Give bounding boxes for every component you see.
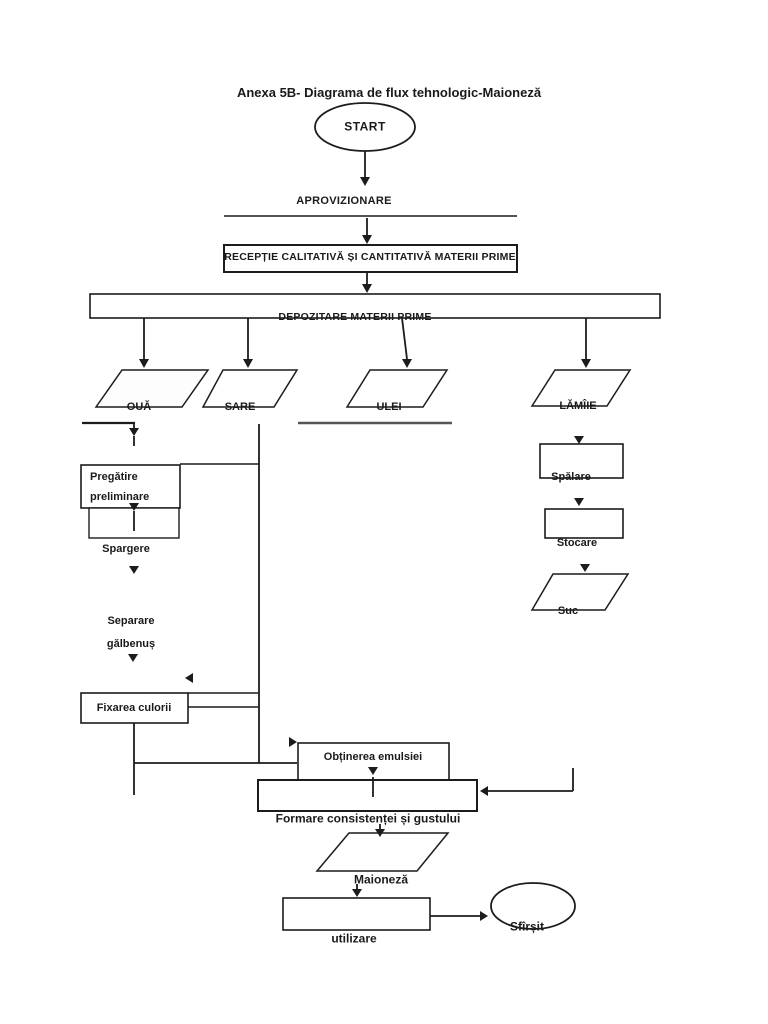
utilizare-label: utilizare [331,931,377,946]
ulei-label: ULEI [376,400,402,413]
separare-label-line1: Separare [107,614,155,627]
sfarsit-label: Sfîrșit [509,919,545,934]
oua-label: OUĂ [126,400,152,413]
spargere-label: Spargere [102,542,150,555]
separare-label-line2: gălbenuș [106,637,156,650]
stocare-box [544,508,624,539]
maioneza-parallelogram [315,832,450,872]
pregatire-label-line1: Pregătire [90,471,138,483]
receptie-label: RECEPȚIE CALITATIVĂ ȘI CANTITATIVĂ MATER… [224,251,516,264]
sfarsit-ellipse [490,882,576,930]
obtinerea-box [297,742,450,783]
flow-connectors [82,151,591,921]
stocare-label: Stocare [556,536,598,549]
oua-parallelogram [94,369,210,408]
depozitare-box [89,293,661,319]
sare-label: SARE [224,400,256,413]
spalare-box [539,443,624,479]
fixarea-box [80,692,189,724]
fixarea-label: Fixarea culorii [96,701,172,714]
maioneza-label: Maioneză [353,872,409,887]
spalare-label: Spălare [551,470,591,483]
formare-box [257,779,478,812]
pregatire-box [80,464,181,509]
pregatire-label-line2: preliminare [90,491,150,503]
depozitare-label: DEPOZITARE MATERII PRIME [278,311,432,324]
obtinerea-label: Obținerea emulsiei [323,750,423,763]
ulei-parallelogram [345,369,449,408]
utilizare-box [282,897,431,931]
start-label: START [344,119,386,134]
aprovizionare-label: APROVIZIONARE [296,194,392,207]
lamiie-parallelogram [530,369,632,407]
sare-parallelogram [201,369,299,408]
receptie-box [223,244,518,273]
page-title: Anexa 5B- Diagrama de flux tehnologic-Ma… [236,84,542,100]
suc-parallelogram [530,573,630,611]
lamiie-label: LĂMÎIE [559,399,597,412]
suc-label: Suc [557,604,579,617]
formare-label: Formare consistenței și gustului [275,811,461,826]
